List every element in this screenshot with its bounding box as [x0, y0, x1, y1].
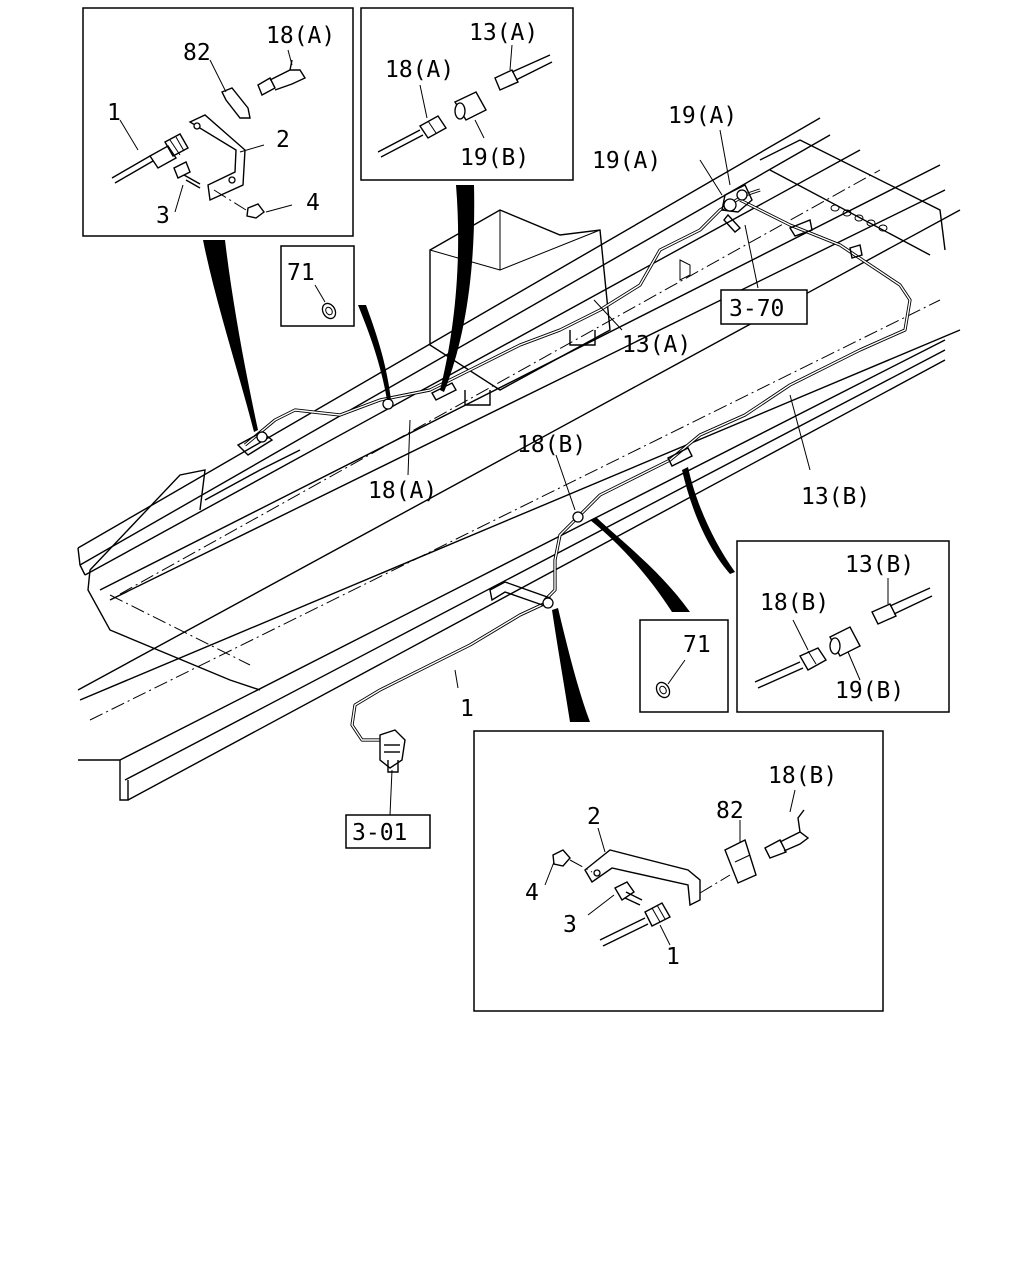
- brake-pipe-13a: [243, 188, 761, 447]
- ref-label-3-01[interactable]: 3-01: [352, 820, 407, 846]
- label-part-82: 82: [183, 40, 211, 66]
- label-part-71: 71: [683, 632, 711, 658]
- label-part-3: 3: [156, 203, 170, 229]
- inset-top-middle: [360, 7, 574, 181]
- label-part-4: 4: [525, 880, 539, 906]
- label-part-13a: 13(A): [622, 332, 691, 358]
- label-part-19b: 19(B): [835, 678, 904, 704]
- label-part-82: 82: [716, 798, 744, 824]
- label-part-18a: 18(A): [266, 23, 335, 49]
- label-part-13b: 13(B): [801, 484, 870, 510]
- label-part-13b: 13(B): [845, 552, 914, 578]
- union-13b: [667, 447, 693, 467]
- ref-box-3-01[interactable]: [345, 814, 431, 849]
- label-part-4: 4: [306, 190, 320, 216]
- label-part-19b: 19(B): [460, 145, 529, 171]
- ref-box-3-70[interactable]: [720, 289, 808, 325]
- label-part-18b: 18(B): [517, 432, 586, 458]
- leader-lines: [389, 129, 811, 816]
- label-part-2: 2: [276, 127, 290, 153]
- label-part-1: 1: [107, 100, 121, 126]
- label-part-19a: 19(A): [592, 148, 661, 174]
- inset-right: [736, 540, 950, 713]
- label-part-2: 2: [587, 804, 601, 830]
- label-part-18b: 18(B): [768, 763, 837, 789]
- label-part-19a: 19(A): [668, 103, 737, 129]
- fitting-3-01: [379, 729, 406, 773]
- label-part-18a: 18(A): [368, 478, 437, 504]
- valve-assembly: [721, 184, 863, 259]
- label-part-13a: 13(A): [469, 20, 538, 46]
- label-part-1: 1: [666, 944, 680, 970]
- label-part-71: 71: [287, 260, 315, 286]
- inset-bottom: [473, 730, 884, 1012]
- inset-71-upper: [280, 245, 355, 327]
- label-part-3: 3: [563, 912, 577, 938]
- clip-18b: [572, 511, 584, 523]
- label-part-1: 1: [460, 696, 474, 722]
- brake-pipe-1-lower: [350, 600, 549, 742]
- clip-71-upper: [382, 398, 394, 410]
- inset-top-left: [82, 7, 354, 237]
- ref-label-3-70[interactable]: 3-70: [729, 296, 784, 322]
- frame-holes: [830, 204, 888, 232]
- brake-pipe-13b: [543, 198, 912, 602]
- label-part-18a: 18(A): [385, 57, 454, 83]
- bracket-lower: [489, 581, 554, 609]
- inset-71-lower: [639, 619, 729, 713]
- bracket-left: [236, 431, 274, 456]
- chassis-frame: [77, 117, 961, 801]
- label-part-18b: 18(B): [760, 590, 829, 616]
- callout-wedges: [203, 185, 735, 722]
